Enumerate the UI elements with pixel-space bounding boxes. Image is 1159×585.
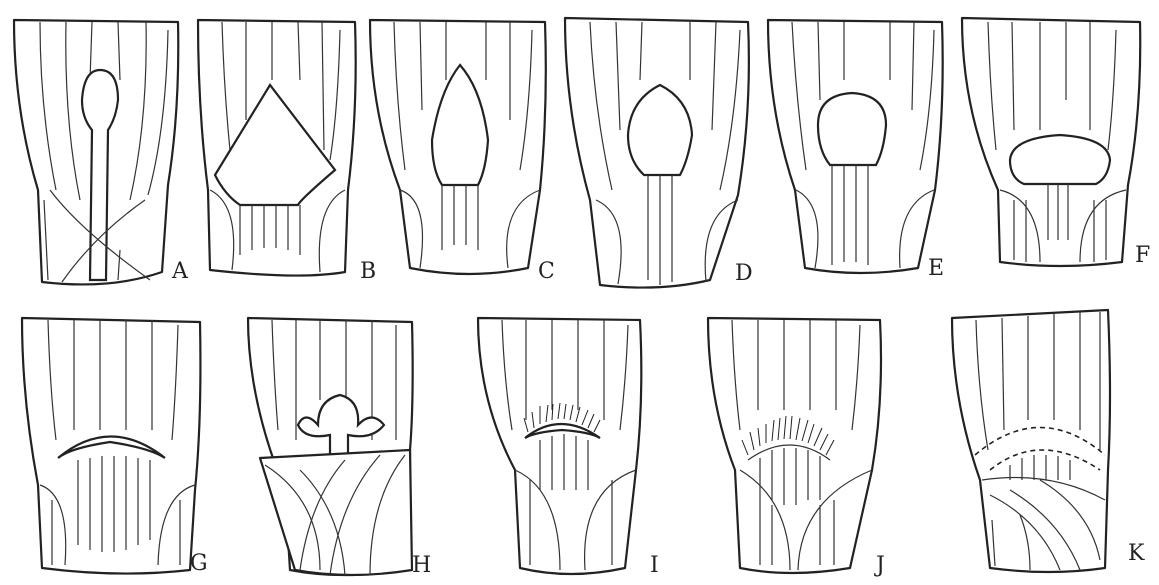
panel-H: H (248, 318, 431, 578)
panel-I: I (478, 318, 659, 578)
panel-label-G: G (190, 551, 208, 576)
panel-label-D: D (735, 261, 753, 286)
panel-label-I: I (650, 553, 659, 578)
panel-J: J (708, 318, 885, 578)
panel-F: F (962, 18, 1150, 268)
panel-G: G (22, 318, 208, 576)
panel-label-H: H (412, 553, 431, 578)
panel-label-K: K (1128, 541, 1145, 566)
panel-B: B (198, 20, 376, 284)
panel-label-E: E (928, 256, 944, 281)
panel-label-J: J (874, 553, 885, 578)
panel-label-C: C (538, 259, 555, 284)
panel-label-F: F (1135, 243, 1150, 268)
panel-A: A (14, 20, 189, 284)
panel-K: K (952, 310, 1145, 572)
panel-D: D (565, 18, 753, 288)
panel-E: E (768, 20, 944, 281)
panel-C: C (370, 20, 555, 284)
panel-label-B: B (360, 259, 376, 284)
panel-label-A: A (171, 259, 189, 284)
